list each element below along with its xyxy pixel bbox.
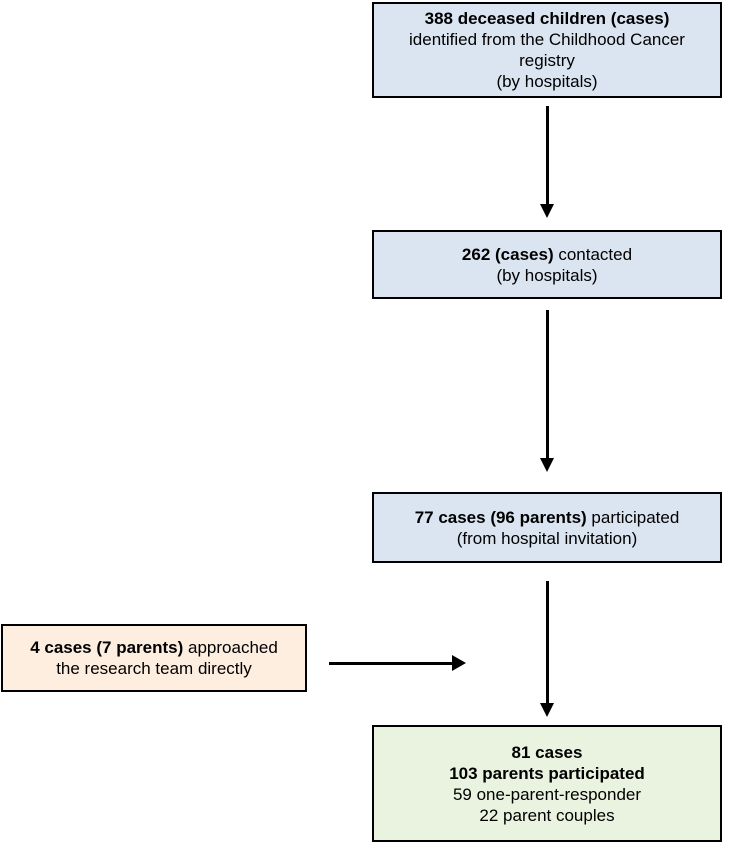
box-registry-line3: registry — [519, 51, 575, 70]
box-participated: 77 cases (96 parents) participated (from… — [372, 492, 722, 563]
box-participated-line1-bold: 77 cases (96 parents) — [414, 507, 587, 527]
box-participated-line1-rest: participated — [586, 507, 680, 527]
arrow-shaft — [545, 106, 549, 204]
box-contacted-line1: 262 (cases) contacted — [374, 244, 720, 265]
arrow-head — [540, 703, 554, 717]
box-direct-approach: 4 cases (7 parents) approached the resea… — [1, 624, 307, 692]
arrow-head — [452, 655, 466, 671]
box-registry-line1: 388 deceased children (cases) — [424, 9, 670, 28]
box-direct-approach-line2: the research team directly — [56, 659, 252, 678]
box-contacted: 262 (cases) contacted (by hospitals) — [372, 230, 722, 299]
box-result-line1: 81 cases — [511, 742, 583, 762]
box-registry-line2: identified from the Childhood Cancer — [409, 30, 685, 49]
box-contacted-line2: (by hospitals) — [496, 265, 598, 285]
box-registry: 388 deceased children (cases) identified… — [372, 2, 722, 98]
arrow-down-1-icon — [540, 106, 554, 218]
box-direct-approach-line1: 4 cases (7 parents) approached — [3, 637, 305, 658]
box-participated-line2: (from hospital invitation) — [456, 528, 638, 548]
box-result: 81 cases 103 parents participated 59 one… — [372, 725, 722, 842]
arrow-shaft — [545, 581, 549, 703]
box-participated-line1: 77 cases (96 parents) participated — [374, 507, 720, 528]
arrow-shaft — [329, 661, 452, 665]
box-result-line4: 22 parent couples — [479, 805, 615, 825]
arrow-right-icon — [329, 655, 466, 671]
arrow-head — [540, 204, 554, 218]
arrow-down-3-icon — [540, 581, 554, 717]
arrow-down-2-icon — [540, 310, 554, 472]
box-result-line3: 59 one-parent-responder — [452, 784, 642, 804]
box-direct-approach-line1-bold: 4 cases (7 parents) — [30, 638, 184, 657]
box-contacted-line1-bold: 262 (cases) — [461, 244, 554, 264]
box-result-line2: 103 parents participated — [449, 763, 645, 783]
box-direct-approach-line1-rest: approached — [183, 638, 278, 657]
arrow-shaft — [545, 310, 549, 458]
arrow-head — [540, 458, 554, 472]
box-registry-line4: (by hospitals) — [496, 72, 598, 91]
box-contacted-line1-rest: contacted — [553, 244, 633, 264]
